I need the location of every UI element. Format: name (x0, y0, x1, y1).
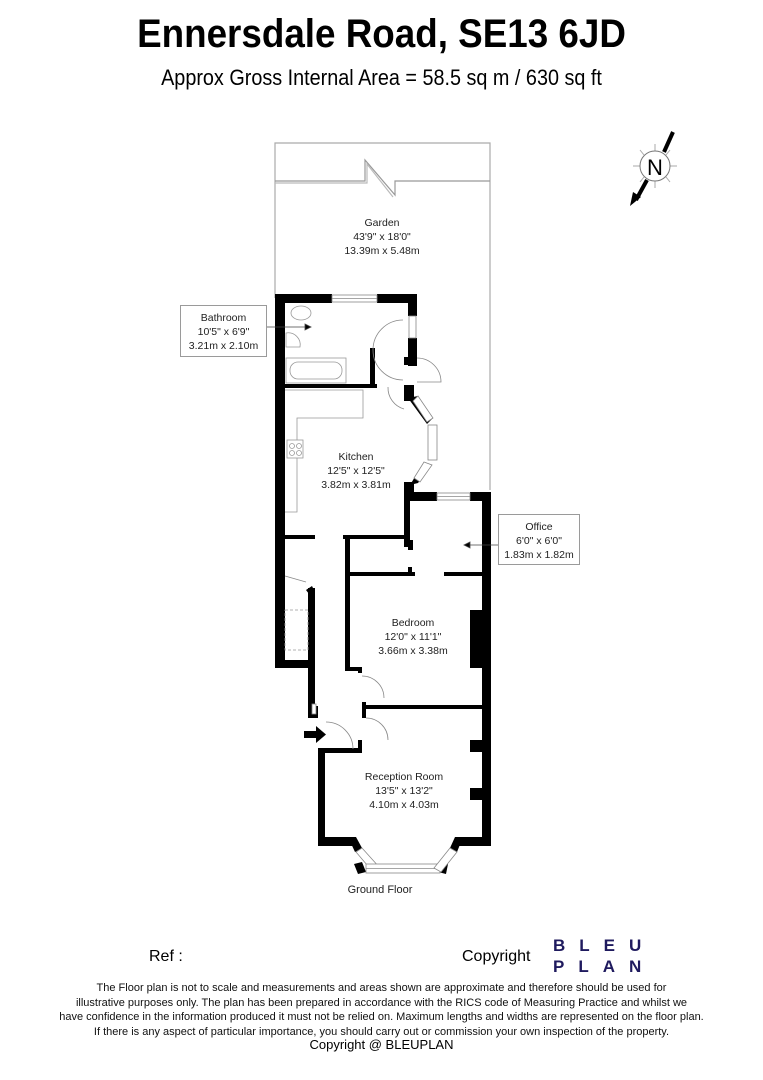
callout-lines (265, 323, 498, 549)
windows (311, 294, 471, 874)
room-name: Office (525, 521, 553, 533)
ref-label: Ref : (149, 948, 183, 965)
disclaimer-line: illustrative purposes only. The plan has… (75, 996, 688, 1009)
room-imperial: 6'0" x 6'0" (516, 535, 562, 547)
page-title: Ennersdale Road, SE13 6JD (137, 12, 626, 56)
callout-bathroom: Bathroom 10'5" x 6'9" 3.21m x 2.10m (180, 305, 267, 357)
svg-text:3.66m x 3.38m: 3.66m x 3.38m (378, 645, 448, 657)
logo-line-2: PLAN (553, 957, 656, 976)
svg-text:43'9" x 18'0": 43'9" x 18'0" (353, 231, 411, 243)
room-name: Bathroom (200, 312, 247, 324)
svg-text:4.10m x 4.03m: 4.10m x 4.03m (369, 799, 439, 811)
copyright-label: Copyright (462, 948, 531, 965)
fixtures (284, 305, 364, 651)
bleuplan-logo: BLEU PLAN (553, 935, 655, 977)
room-label-bedroom: Bedroom 12'0" x 11'1" 3.66m x 3.38m (378, 617, 448, 657)
svg-text:12'5" x 12'5": 12'5" x 12'5" (327, 465, 385, 477)
toilet-icon (290, 305, 312, 321)
area-subtitle: Approx Gross Internal Area = 58.5 sq m /… (161, 65, 602, 90)
basin-icon (285, 332, 301, 348)
svg-text:Garden: Garden (364, 217, 399, 229)
svg-text:13'5" x 13'2": 13'5" x 13'2" (375, 785, 433, 797)
garden-outline (274, 142, 491, 490)
disclaimer-line: have confidence in the information produ… (59, 1011, 704, 1023)
room-metric: 1.83m x 1.82m (504, 549, 574, 561)
room-imperial: 10'5" x 6'9" (197, 326, 250, 338)
north-arrow-icon: N (630, 131, 677, 206)
logo-line-1: BLEU (553, 936, 656, 955)
room-metric: 3.21m x 2.10m (188, 340, 259, 352)
svg-text:3.82m x 3.81m: 3.82m x 3.81m (321, 479, 391, 491)
svg-text:Reception Room: Reception Room (365, 771, 443, 783)
svg-text:Kitchen: Kitchen (338, 451, 373, 463)
room-label-garden: Garden 43'9" x 18'0" 13.39m x 5.48m (344, 217, 420, 257)
entrance-arrow-icon (304, 726, 326, 743)
svg-text:12'0" x 11'1": 12'0" x 11'1" (385, 631, 442, 643)
disclaimer-line: The Floor plan is not to scale and measu… (96, 982, 667, 994)
disclaimer-line: If there is any aspect of particular imp… (93, 1025, 670, 1038)
floor-label: Ground Floor (347, 884, 413, 896)
callout-office: Office 6'0" x 6'0" 1.83m x 1.82m (498, 514, 580, 565)
doors (284, 319, 442, 750)
svg-text:13.39m x 5.48m: 13.39m x 5.48m (344, 245, 420, 257)
room-label-reception: Reception Room 13'5" x 13'2" 4.10m x 4.0… (365, 771, 443, 811)
copyright-line: Copyright @ BLEUPLAN (309, 1037, 454, 1052)
disclaimer: The Floor plan is not to scale and measu… (40, 981, 723, 1039)
svg-text:N: N (647, 155, 663, 180)
room-label-kitchen: Kitchen 12'5" x 12'5" 3.82m x 3.81m (321, 451, 391, 491)
svg-text:Bedroom: Bedroom (392, 617, 435, 629)
